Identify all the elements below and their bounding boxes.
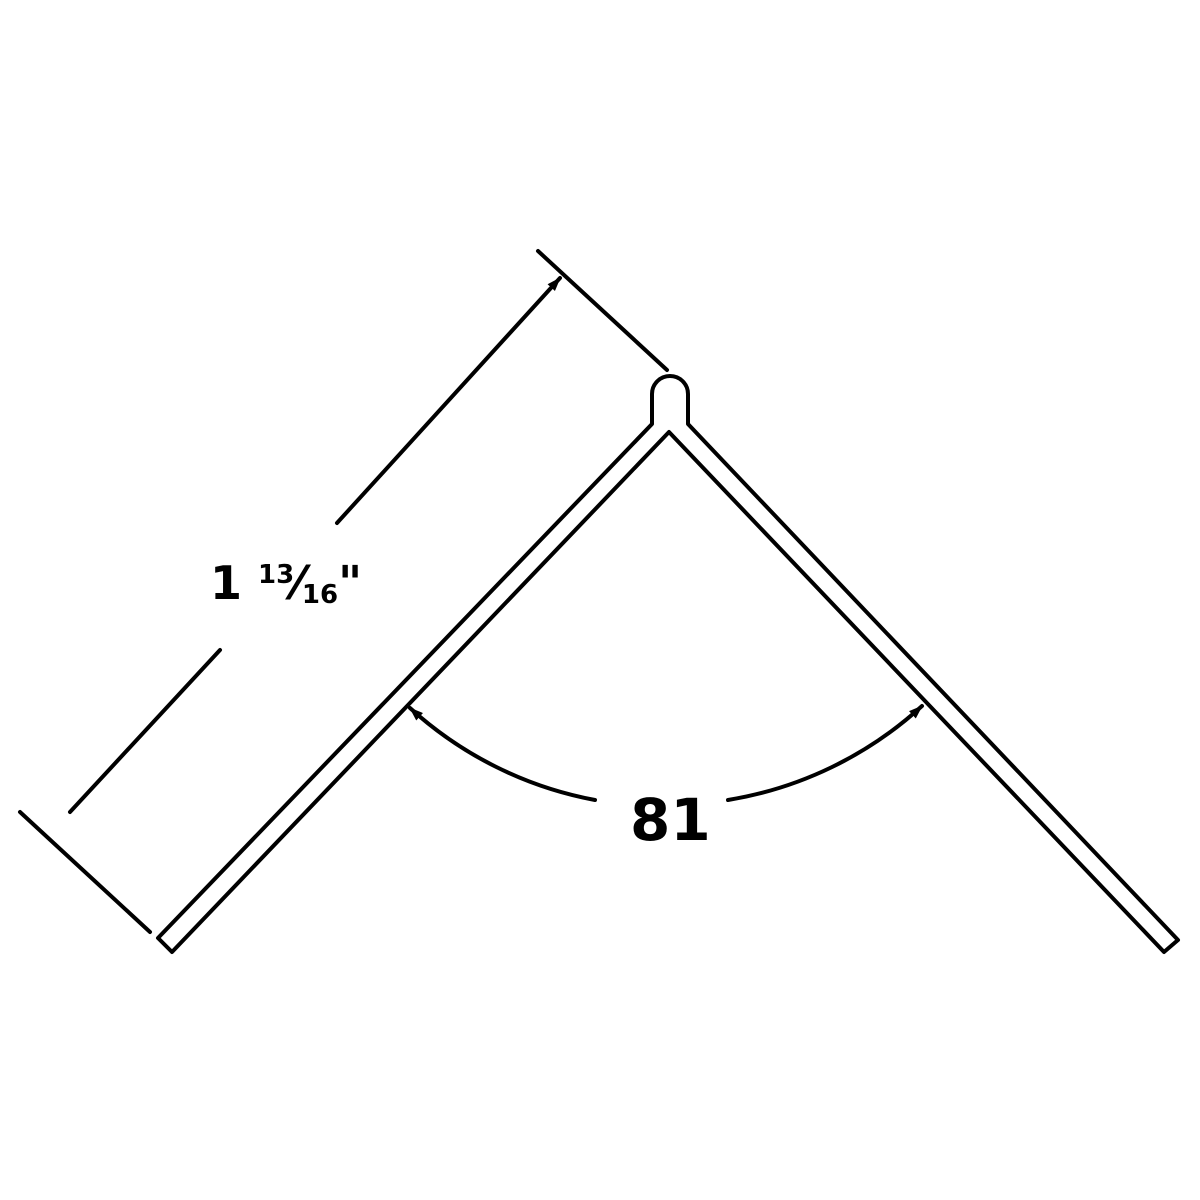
dimension-line-upper	[335, 276, 562, 525]
length-numerator: 13	[258, 560, 295, 590]
length-dimension-label: 1 13⁄16"	[210, 556, 362, 610]
angle-arc-left	[408, 706, 597, 802]
angle-arc-right	[726, 704, 924, 802]
length-whole: 1	[210, 556, 243, 610]
extension-line-top	[536, 249, 669, 372]
dimension-line-lower	[68, 648, 222, 814]
length-denominator: 16	[301, 580, 339, 610]
length-unit: "	[338, 556, 363, 610]
profile-outline	[156, 374, 1180, 954]
extension-line-bottom	[18, 810, 152, 934]
angle-dimension-label: 81	[630, 786, 711, 854]
length-slash: ⁄	[294, 556, 302, 610]
